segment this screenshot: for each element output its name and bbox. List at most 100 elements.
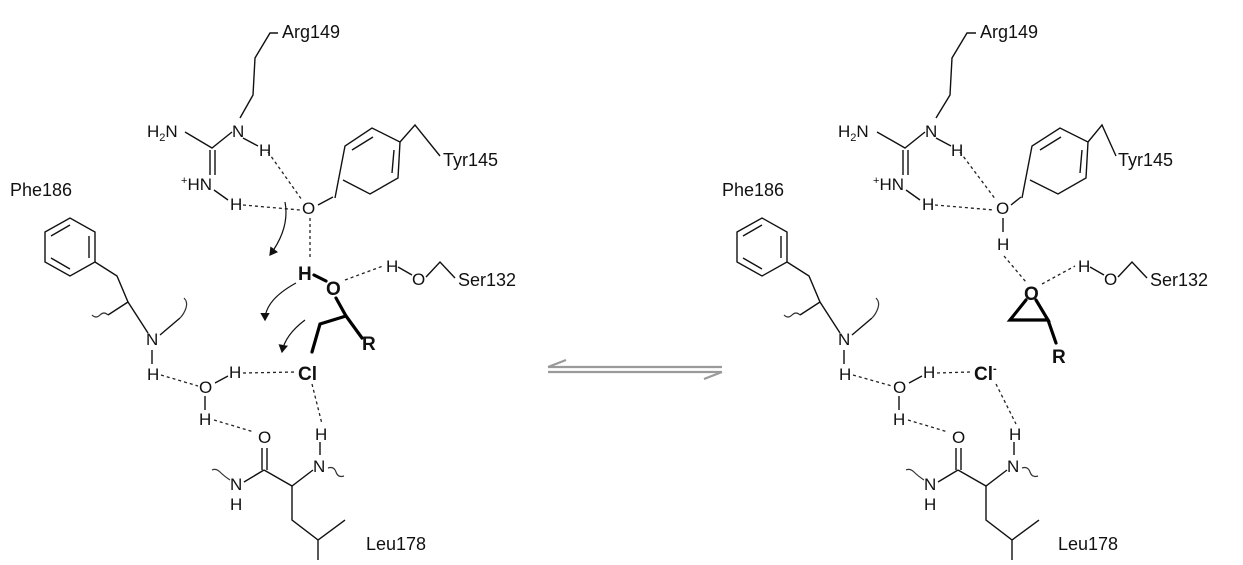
ser-h-label-right: H [1078,257,1090,276]
arg-nh-bond [242,137,259,147]
phe-n-c-bond-right [851,317,873,336]
phe-h-label: H [147,365,159,384]
tyr-co-bond [317,196,334,206]
arg149-label: Arg149 [282,22,340,42]
water-o-label: O [199,378,212,397]
phe-wavy-left [91,312,109,318]
ser-o-label-right: O [1104,270,1117,289]
leu178-label: Leu178 [366,534,426,554]
phe-wavy-right [179,297,188,319]
water-h2-label: H [199,410,211,429]
arg-side-chain-right [935,32,976,119]
arg-nh-h-label: H [259,141,271,160]
arg-hn-plus-label-right: +HN [873,175,904,194]
arg-nh-bond-right [935,137,952,147]
hbond-arg-nh-tyr-o [267,151,303,201]
phe186-label-right: Phe186 [722,180,784,200]
curved-arrow-2 [260,282,297,322]
leu-h-label-right: H [1009,425,1021,444]
right-panel-epoxide-complex: Arg149 H2N N H +HN H Tyr145 O H O R H O … [722,22,1208,560]
arg-side-chain [239,32,278,119]
arg-hn-h-bond-right [905,189,921,201]
phe-h-label-right: H [839,365,851,384]
leu-n-label: N [313,457,325,476]
arg-h2n-label: H2N [147,122,178,144]
hbond-water-h-cl [242,371,297,374]
arg-hn-h-label-right: H [922,195,934,214]
ser132-label: Ser132 [458,270,516,290]
equilibrium-arrow [547,358,723,381]
hbond-water-h-leu-o-right [907,419,949,433]
ser-h-label: H [386,257,398,276]
arg149-label-right: Arg149 [980,22,1038,42]
phe-benzene-ring-right [736,217,788,277]
leu-backbone-bonds [243,469,314,487]
water-o-label-right: O [893,378,906,397]
leu-c-o-double-bond [261,448,268,470]
tyr-h-label-right: H [997,235,1009,254]
leu-nh-n-label-right: N [924,475,936,494]
tyr-ch2-bond [399,123,441,157]
tyr-phenol-ring [334,127,401,199]
arg-h2n-label-right: H2N [838,122,869,144]
arg-hn-plus-label: +HN [181,175,212,194]
hbond-water-h-leu-o [213,419,255,433]
hbond-water-h-cl-right [936,371,971,374]
tyr-ch2-bond-right [1087,123,1117,157]
arg-cn-bonds-right [876,131,926,149]
leu-wavy-left-right [905,468,925,481]
phe-backbone-bonds [94,261,149,334]
tyr-o-label: O [302,199,315,218]
phe-n-label: N [146,330,158,349]
leu-nh-h-label: H [230,495,242,514]
curved-arrow-3 [278,319,306,354]
water-h1-label-right: H [923,363,935,382]
arg-hn-h-bond [213,189,229,201]
hbond-arg-hn-tyr-o-right [934,204,995,211]
substrate-cl-label: Cl [298,364,317,385]
ser-bonds [397,260,456,279]
arg-cn-bonds [184,131,233,149]
phe-wavy-right-right [871,297,880,319]
arg-n-label: N [232,122,244,141]
phe186-label: Phe186 [10,180,72,200]
water-h2-label-right: H [893,410,905,429]
leu-wavy-right [327,466,345,478]
leu-isobutyl-side-chain [291,486,346,560]
phe-wavy-left-right [783,312,801,318]
leu-o-label-right: O [952,428,965,447]
substrate-r-label: R [362,334,376,355]
phe-benzene-ring [44,217,96,277]
epoxide-r-label: R [1052,347,1066,368]
left-panel-halohydrin-complex: Arg149 H2N N H +HN H Tyr145 O H O R C [10,22,516,560]
phe-n-c-bond [159,317,181,336]
phe-n-label-right: N [838,330,850,349]
leu-wavy-right-right [1021,466,1039,478]
hbond-arg-hn-tyr-o [242,204,301,211]
tyr145-label: Tyr145 [443,150,498,170]
epoxide-r-bond [1046,318,1058,345]
water-bonds-right [898,375,923,410]
hbond-ser-h-epoxide-o [1041,265,1076,285]
tyr145-label-right: Tyr145 [1118,150,1173,170]
leu-c-o-double-bond-right [955,448,962,470]
arg-nh-h-label-right: H [951,141,963,160]
hbond-tyr-h-epoxide-o [1003,255,1027,283]
substrate-o-label: O [326,279,341,300]
tyr-o-label-right: O [996,199,1009,218]
leu-wavy-left [211,468,231,481]
ser132-label-right: Ser132 [1150,270,1208,290]
arg-c-n-double-bond [209,150,216,175]
hbond-phe-h-water-right [852,374,893,387]
tyr-co-bond-right [1010,196,1022,206]
leu-nh-n-label: N [230,475,242,494]
hbond-cl-leu-h-right [995,383,1017,425]
arg-n-label-right: N [925,122,937,141]
substrate-oh-bond [312,273,328,283]
epoxide-ring [1006,298,1051,322]
tyr-phenol-ring-right [1021,127,1089,199]
leu-isobutyl-side-chain-right [985,486,1040,560]
substrate-c-c-cl-bond [310,314,348,354]
